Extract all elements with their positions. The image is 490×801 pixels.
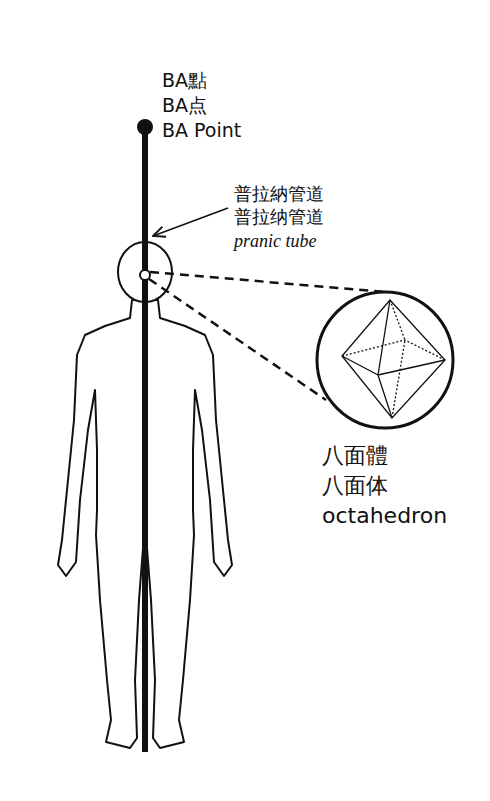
zoom-line [149,279,326,400]
leader-arrow [153,208,228,236]
octahedron-location [140,270,150,280]
label-text: octahedron [322,503,447,528]
label-text: 八面体 [322,473,388,498]
zoom-circle [317,292,453,428]
label-text: 普拉纳管道 [234,207,324,228]
label-text: 普拉納管道 [234,184,324,205]
ba-point-dot [137,119,153,135]
pranic-tube-line [142,127,148,752]
label-text: BA Point [162,120,241,142]
label-text: pranic tube [234,231,317,252]
octahedron-shape [342,300,445,418]
label-text: BA點 [162,70,207,92]
label-text: 八面體 [322,443,388,468]
zoom-line [150,272,386,292]
label-text: BA点 [162,95,207,117]
